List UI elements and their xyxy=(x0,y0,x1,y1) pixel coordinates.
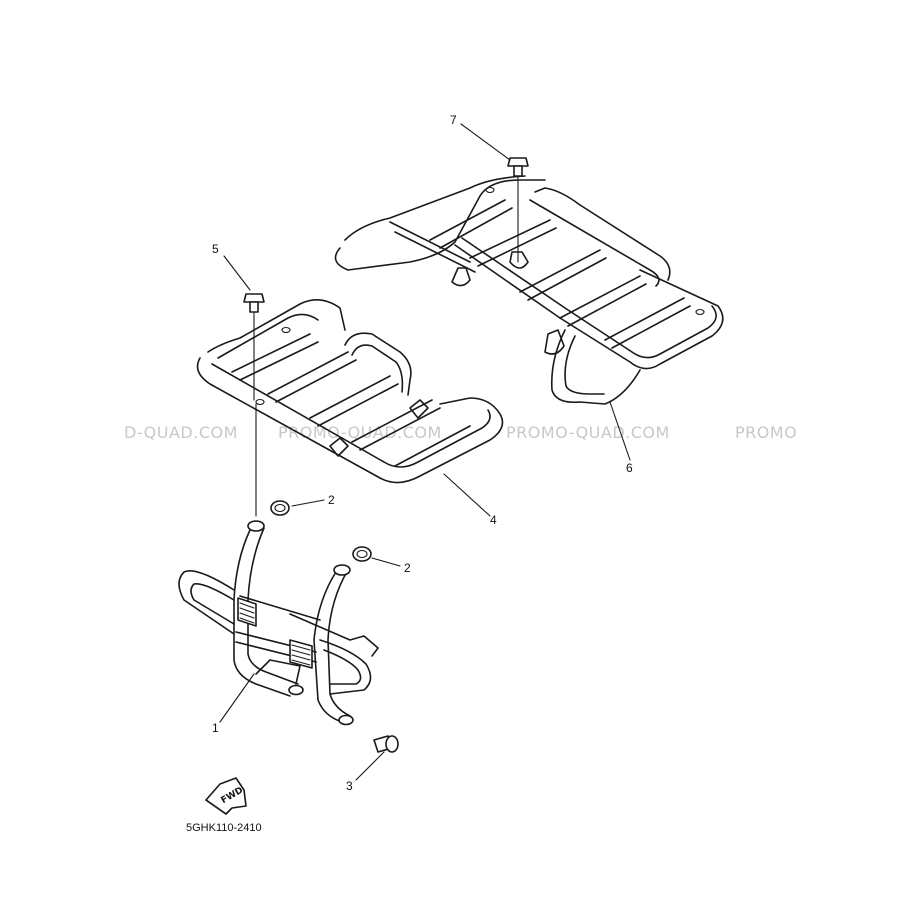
front-guard xyxy=(178,520,379,726)
rear-carrier xyxy=(334,175,724,405)
bolt-7 xyxy=(507,157,529,263)
bolt-3 xyxy=(373,735,399,753)
callout-5: 5 xyxy=(212,242,219,256)
fwd-arrow-icon: FWD xyxy=(205,777,247,815)
watermark-segment: PROMO xyxy=(735,423,797,442)
callouts: 7 5 6 4 2 2 1 3 xyxy=(212,113,633,793)
watermark-segment: D-QUAD.COM xyxy=(124,423,238,442)
grommet-2a xyxy=(270,500,290,516)
leader-lines xyxy=(219,123,631,781)
callout-4: 4 xyxy=(490,513,497,527)
watermark-segment: PROMO-QUAD.COM xyxy=(506,423,670,442)
callout-2a: 2 xyxy=(328,493,335,507)
callout-3: 3 xyxy=(346,779,353,793)
callout-6: 6 xyxy=(626,461,633,475)
front-carrier xyxy=(196,299,504,484)
watermark: D-QUAD.COM PROMO-QUAD.COM PROMO-QUAD.COM… xyxy=(124,423,797,442)
callout-2b: 2 xyxy=(404,561,411,575)
mesh-panel xyxy=(237,597,313,669)
callout-1: 1 xyxy=(212,721,219,735)
callout-7: 7 xyxy=(450,113,457,127)
diagram-code: 5GHK110-2410 xyxy=(186,822,262,834)
watermark-segment: PROMO-QUAD.COM xyxy=(278,423,442,442)
bolt-5 xyxy=(243,293,265,401)
grommet-2b xyxy=(352,546,372,562)
